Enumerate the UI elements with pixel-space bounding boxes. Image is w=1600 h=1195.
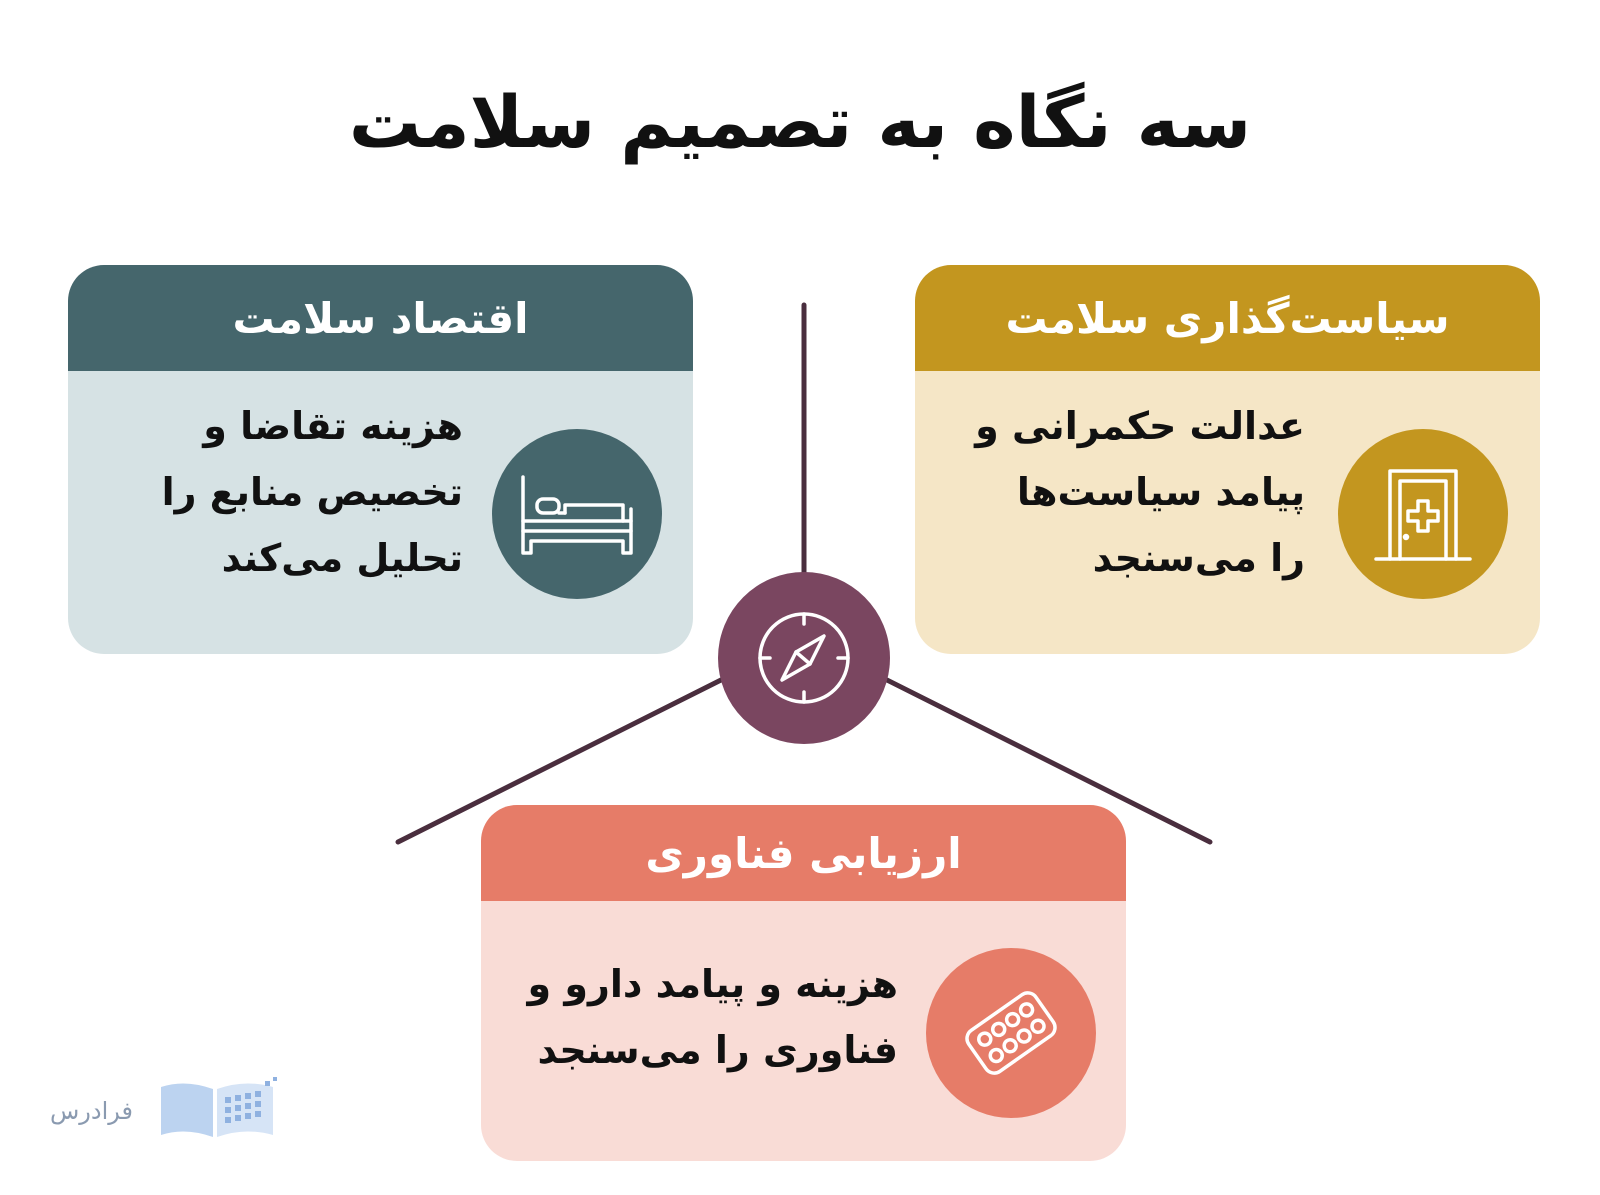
description-line: هزینه تقاضا و: [203, 404, 463, 448]
connector-left: [395, 675, 728, 845]
hospital-bed-icon: [492, 429, 662, 599]
card-health-economics-body: هزینه تقاضا و تخصیص منابع را تحلیل می‌کن…: [68, 371, 693, 654]
card-technology-assessment-description: هزینه و پیامد دارو و فناوری را می‌سنجد: [527, 951, 898, 1083]
description-line: را می‌سنجد: [1092, 536, 1305, 580]
card-health-policy-description: عدالت حکمرانی و پیامد سیاست‌ها را می‌سنج…: [975, 393, 1305, 591]
pill-blister-icon: [926, 948, 1096, 1118]
connector-right: [880, 675, 1213, 845]
card-technology-assessment-body: هزینه و پیامد دارو و فناوری را می‌سنجد: [481, 901, 1126, 1161]
card-health-policy-body: عدالت حکمرانی و پیامد سیاست‌ها را می‌سنج…: [915, 371, 1540, 654]
open-book-icon: [161, 1077, 277, 1137]
compass-icon: [718, 572, 890, 744]
card-health-economics: اقتصاد سلامت هزینه تقاضا و تخصیص منابع ر…: [68, 265, 693, 654]
card-technology-assessment: ارزیابی فناوری هزینه و پیامد دارو و فناو…: [481, 805, 1126, 1161]
card-health-economics-title: اقتصاد سلامت: [68, 265, 693, 371]
page-title: سه نگاه به تصمیم سلامت: [348, 80, 1252, 164]
description-line: هزینه و پیامد دارو و: [527, 962, 898, 1006]
description-line: تخصیص منابع را: [161, 470, 463, 514]
card-health-policy: سیاست‌گذاری سلامت عدالت حکمرانی و پیامد …: [915, 265, 1540, 654]
card-technology-assessment-title: ارزیابی فناوری: [481, 805, 1126, 901]
card-health-policy-title: سیاست‌گذاری سلامت: [915, 265, 1540, 371]
logo-text: فرادرس: [50, 1097, 133, 1125]
faradars-logo: فرادرس: [50, 1075, 290, 1145]
description-line: فناوری را می‌سنجد: [537, 1028, 898, 1072]
description-line: عدالت حکمرانی و: [975, 404, 1305, 448]
description-line: تحلیل می‌کند: [221, 536, 463, 580]
card-health-economics-description: هزینه تقاضا و تخصیص منابع را تحلیل می‌کن…: [162, 393, 463, 591]
hospital-door-icon: [1338, 429, 1508, 599]
description-line: پیامد سیاست‌ها: [1016, 470, 1305, 514]
